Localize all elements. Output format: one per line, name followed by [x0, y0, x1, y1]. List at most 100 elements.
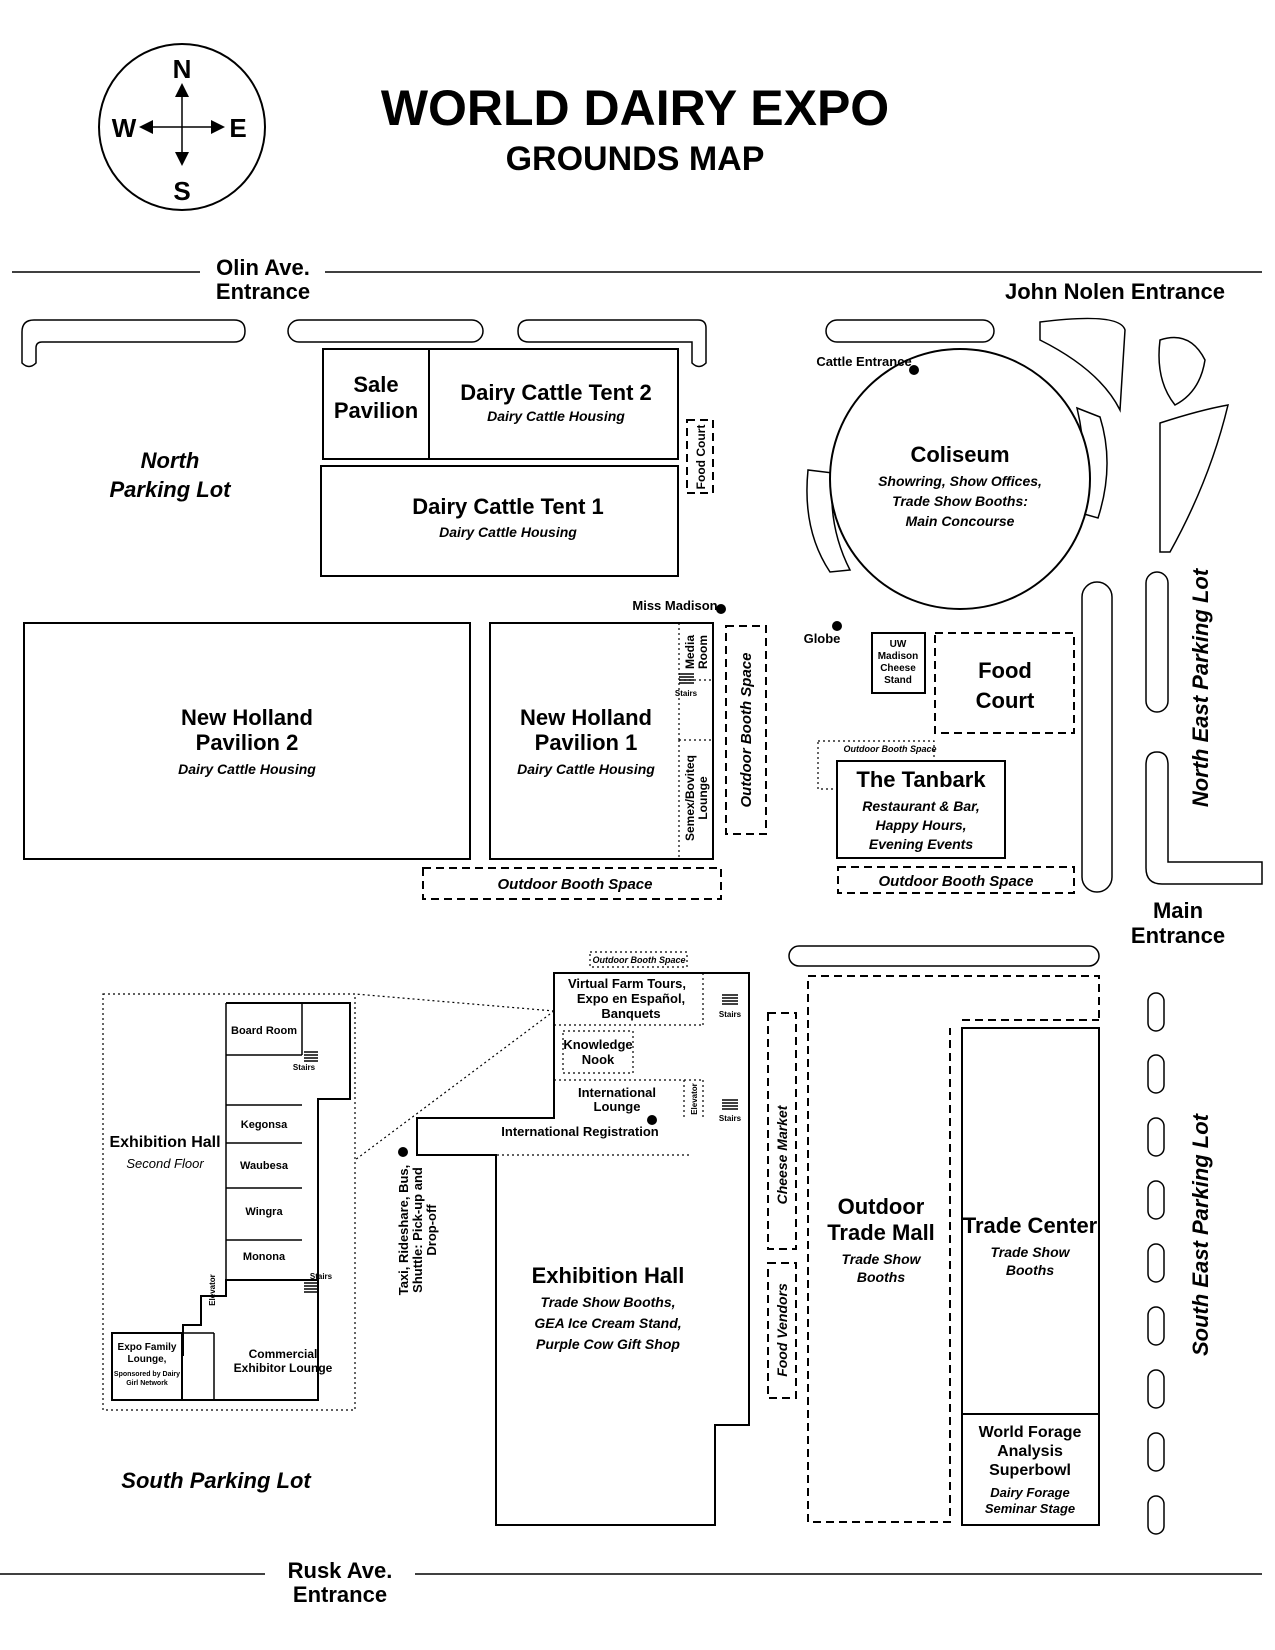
nh2-name-2: Pavilion 2 [196, 730, 299, 755]
inset-stairs-lower-label: Stairs [310, 1272, 333, 1281]
curb-island-3 [517, 319, 707, 368]
uw-madison-cheese-stand[interactable] [871, 632, 926, 694]
inset-elevator-label: Elevator [208, 1274, 217, 1306]
stairs-nh1-label: Stairs [675, 689, 698, 698]
exhibition-hall-desc-3: Purple Cow Gift Shop [536, 1336, 680, 1352]
south-east-lot: South East Parking Lot [1188, 1112, 1213, 1356]
expo-family-lounge[interactable] [111, 1332, 183, 1401]
intl-lounge-line1: International [578, 1085, 656, 1100]
the-tanbark[interactable] [836, 760, 1006, 859]
outdoor-booth-tanbark-label: Outdoor Booth Space [879, 873, 1034, 890]
new-holland-pavilion-2[interactable] [23, 622, 471, 860]
john-nolen-entrance: John Nolen Entrance [1005, 279, 1225, 304]
curb-island-south [788, 945, 1100, 967]
virtual-farm-line1: Virtual Farm Tours, [568, 976, 686, 991]
virtual-farm-line2: Expo en Español, [577, 991, 685, 1006]
sponsor-line2: Girl Network [126, 1380, 168, 1387]
exhibition-hall-name: Exhibition Hall [532, 1263, 685, 1288]
trade-center-desc-1: Trade Show [990, 1244, 1070, 1260]
tent2-name: Dairy Cattle Tent 2 [460, 380, 652, 405]
international-registration-label: International Registration [501, 1124, 659, 1139]
tent2-desc: Dairy Cattle Housing [487, 408, 625, 424]
outdoor-booth-space-nh[interactable] [422, 867, 722, 900]
world-forage-analysis-superbowl[interactable] [961, 1413, 1100, 1526]
miss-madison-marker[interactable] [716, 604, 726, 614]
taxi-marker[interactable] [398, 1147, 408, 1157]
tanbark-desc-1: Restaurant & Bar, [862, 798, 979, 814]
expo-family-line2: Lounge, [128, 1354, 167, 1365]
trade-center[interactable] [961, 1027, 1100, 1415]
semex-line2: Lounge [696, 776, 710, 820]
dairy-cattle-tent-1[interactable] [320, 465, 679, 577]
compass-n: N [173, 54, 192, 84]
stairs-icon [304, 1051, 318, 1062]
cattle-entrance-marker[interactable] [909, 365, 919, 375]
curb-island-2 [287, 319, 484, 343]
nh1-name-1: New Holland [520, 705, 652, 730]
media-room-line1: Media [683, 635, 697, 669]
exhibition-hall-desc-2: GEA Ice Cream Stand, [534, 1315, 681, 1331]
outdoor-booth-space-tanbark[interactable] [837, 866, 1075, 894]
outdoor-booth-nh-label: Outdoor Booth Space [498, 876, 653, 893]
knowledge-nook-line1: Knowledge [563, 1037, 632, 1052]
exhibition-hall[interactable] [416, 972, 750, 1526]
coliseum[interactable] [829, 348, 1091, 610]
food-court-small-label: Food Court [694, 425, 708, 490]
north-lot-line2: Parking Lot [109, 477, 232, 502]
compass-w: W [112, 113, 137, 143]
food-court-small[interactable] [686, 419, 714, 494]
main-entrance-line2: Entrance [1131, 923, 1225, 948]
new-holland-pavilion-1[interactable] [489, 622, 714, 860]
food-court[interactable] [934, 632, 1075, 734]
nh1-desc: Dairy Cattle Housing [517, 761, 655, 777]
outdoor-trade-mall-desc-2: Booths [857, 1269, 905, 1285]
knowledge-nook[interactable] [562, 1030, 634, 1074]
uw-cheese-line4: Stand [884, 675, 912, 686]
virtual-farm-line3: Banquets [601, 1006, 660, 1021]
semex-line1: Semex/Boviteq [683, 755, 697, 841]
trade-center-name: Trade Center [963, 1213, 1098, 1238]
media-room-line2: Room [696, 635, 710, 669]
food-court-line1: Food [978, 658, 1032, 683]
outdoor-trade-mall[interactable] [807, 975, 1100, 1523]
coliseum-desc-3: Main Concourse [906, 513, 1015, 529]
nh1-name-2: Pavilion 1 [535, 730, 638, 755]
globe-label: Globe [804, 631, 841, 646]
food-vendors[interactable] [767, 1262, 797, 1399]
cheese-market[interactable] [767, 1012, 797, 1250]
curb-island-5 [1039, 317, 1126, 413]
international-registration-marker[interactable] [647, 1115, 657, 1125]
outdoor-trade-mall-name-2: Trade Mall [827, 1220, 935, 1245]
map-subtitle: GROUNDS MAP [506, 140, 765, 178]
miss-madison-label: Miss Madison [632, 598, 717, 613]
expo-family-line1: Expo Family [118, 1342, 177, 1353]
elevator-label-main: Elevator [690, 1083, 699, 1115]
tanbark-name: The Tanbark [856, 767, 986, 792]
sponsor-line1: Sponsored by Dairy [114, 1371, 180, 1378]
outdoor-trade-mall-desc-1: Trade Show [841, 1251, 921, 1267]
stairs-icon [304, 1282, 318, 1293]
outdoor-booth-space-vertical[interactable] [725, 625, 767, 835]
kegonsa-label: Kegonsa [241, 1119, 288, 1131]
outdoor-booth-small-1-label: Outdoor Booth Space [844, 744, 937, 754]
compass-e: E [229, 113, 246, 143]
ne-curb-island-1 [1145, 571, 1169, 713]
commercial-lounge-line1: Commercial [249, 1347, 318, 1361]
food-court-line2: Court [976, 688, 1035, 713]
main-entrance-line1: Main [1153, 898, 1203, 923]
globe-marker[interactable] [832, 621, 842, 631]
world-forage-desc-1: Dairy Forage [990, 1485, 1069, 1500]
tent1-desc: Dairy Cattle Housing [439, 524, 577, 540]
uw-cheese-line3: Cheese [880, 663, 916, 674]
uw-cheese-line2: Madison [878, 651, 919, 662]
coliseum-desc-2: Trade Show Booths: [892, 493, 1028, 509]
world-forage-name-3: Superbowl [989, 1462, 1071, 1479]
ne-curb-island-2 [1145, 751, 1263, 885]
stairs-upper-label: Stairs [719, 1010, 742, 1019]
taxi-line3: Drop-off [424, 1204, 439, 1256]
outdoor-booth-vertical-label: Outdoor Booth Space [738, 653, 755, 808]
dairy-cattle-tent-2[interactable] [428, 348, 679, 460]
outdoor-booth-space-small-2[interactable] [589, 951, 688, 968]
outdoor-trade-mall-name-1: Outdoor [838, 1194, 925, 1219]
tanbark-desc-3: Evening Events [869, 836, 973, 852]
